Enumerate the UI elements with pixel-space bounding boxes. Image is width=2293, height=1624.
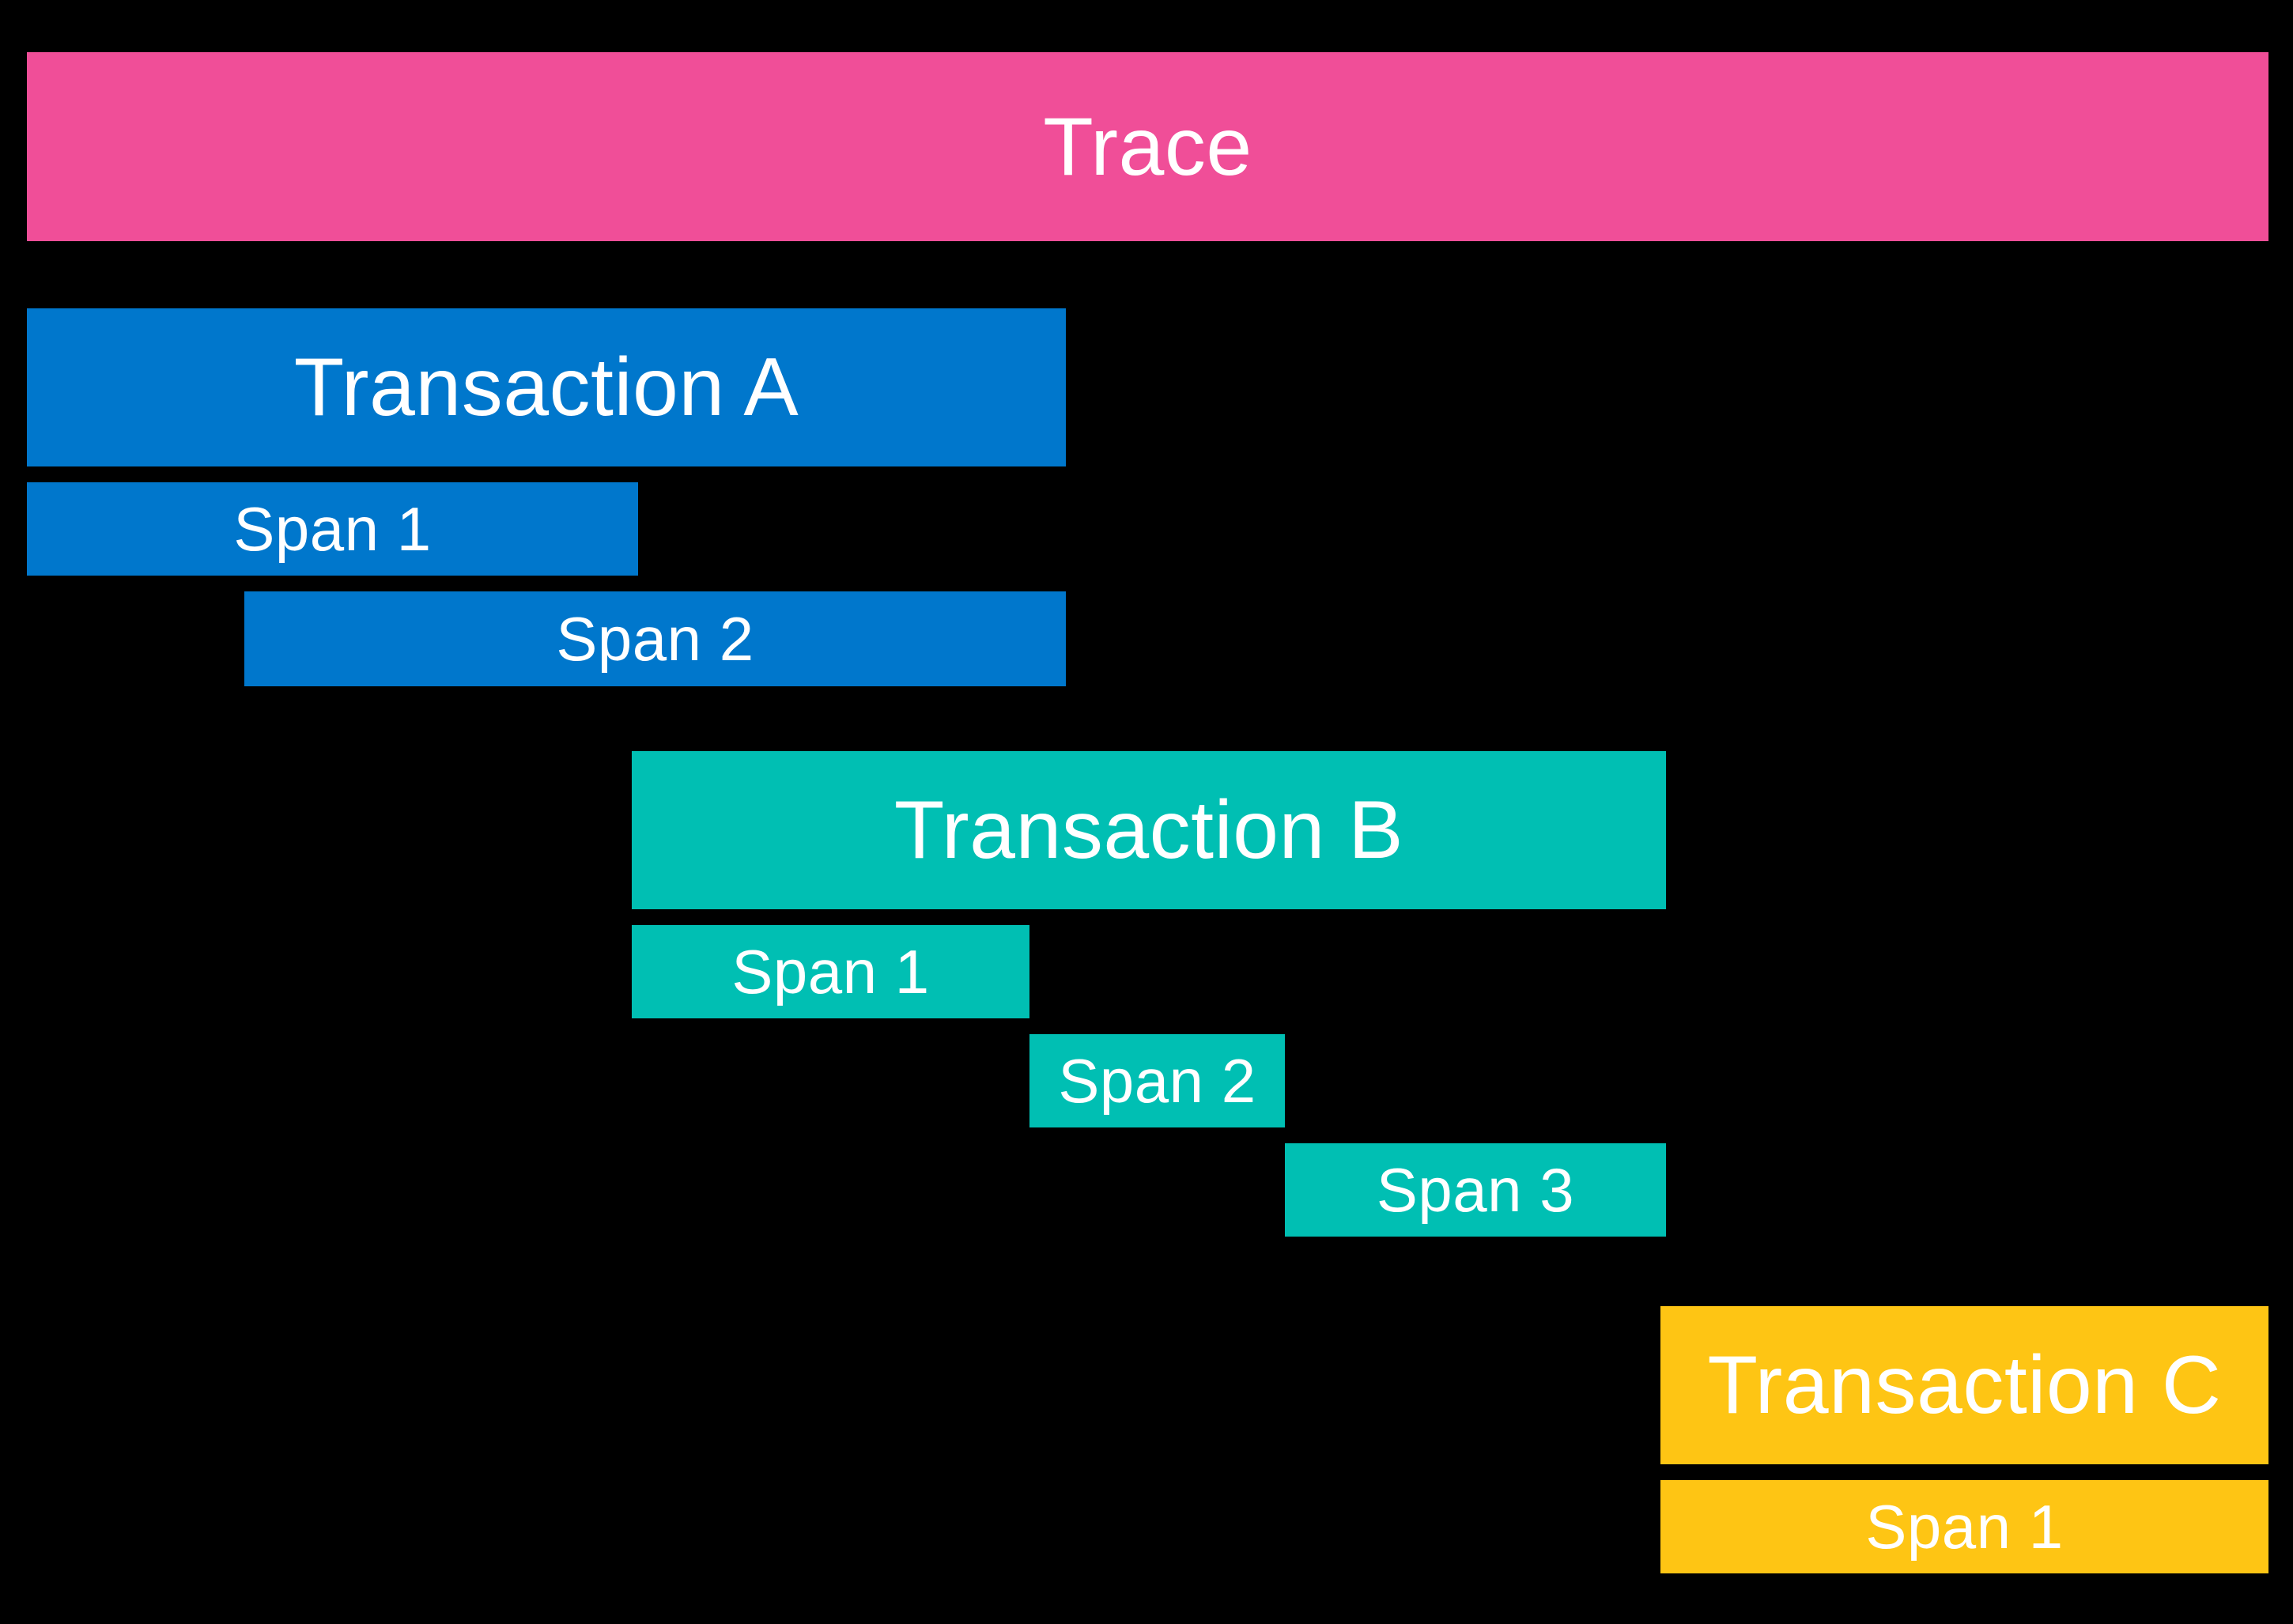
trace-bar-label: Trace	[1043, 100, 1252, 193]
span-b3-bar: Span 3	[1285, 1143, 1666, 1237]
span-b3-bar-label: Span 3	[1376, 1155, 1575, 1225]
span-b2-bar: Span 2	[1029, 1034, 1285, 1127]
span-a2-bar: Span 2	[244, 591, 1066, 686]
trace-bar: Trace	[27, 52, 2268, 241]
transaction-c-bar-label: Transaction C	[1707, 1339, 2222, 1431]
transaction-c-bar: Transaction C	[1660, 1306, 2268, 1464]
span-b1-bar: Span 1	[632, 925, 1029, 1018]
span-a2-bar-label: Span 2	[556, 604, 754, 674]
span-a1-bar: Span 1	[27, 482, 638, 576]
transaction-b-bar: Transaction B	[632, 751, 1666, 909]
span-a1-bar-label: Span 1	[233, 494, 432, 564]
span-b1-bar-label: Span 1	[731, 937, 930, 1007]
span-b2-bar-label: Span 2	[1058, 1046, 1256, 1116]
span-c1-bar-label: Span 1	[1865, 1492, 2064, 1562]
transaction-b-bar-label: Transaction B	[893, 784, 1404, 876]
transaction-a-bar: Transaction A	[27, 308, 1066, 466]
span-c1-bar: Span 1	[1660, 1480, 2268, 1573]
transaction-a-bar-label: Transaction A	[293, 342, 799, 433]
